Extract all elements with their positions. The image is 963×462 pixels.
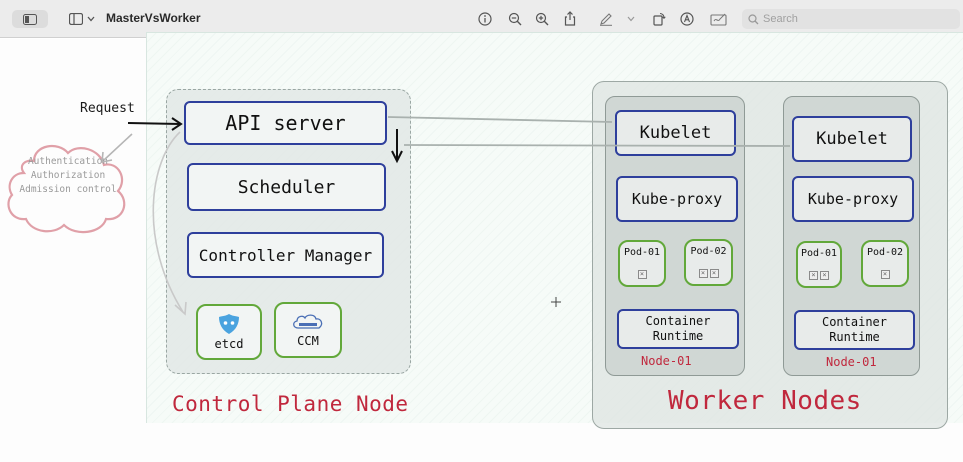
node1-kubelet-box: Kubelet — [615, 110, 736, 156]
worker-nodes-title: Worker Nodes — [668, 386, 862, 416]
zoom-out-icon — [508, 12, 522, 26]
chevron-down-icon — [627, 16, 635, 22]
info-button[interactable] — [477, 11, 493, 27]
node2-pod-01-box: Pod-01 ×× — [796, 241, 842, 288]
cloud-controller-icon — [293, 314, 323, 329]
search-icon — [748, 13, 759, 24]
node2-kube-proxy-box: Kube-proxy — [792, 176, 914, 222]
node1-container-runtime-box: Container Runtime — [617, 309, 739, 349]
container-icon: × — [809, 271, 818, 280]
node2-pod-02-label: Pod-02 — [866, 247, 904, 258]
node2-pod-01-containers: ×× — [808, 262, 830, 281]
node2-pod-02-box: Pod-02 × — [861, 240, 909, 287]
container-icon: × — [820, 271, 829, 280]
ccm-box: CCM — [274, 302, 342, 358]
rotate-button[interactable] — [651, 11, 667, 27]
node1-pod-01-label: Pod-01 — [623, 247, 661, 258]
node2-pod-01-label: Pod-01 — [800, 248, 838, 259]
node2-label: Node-01 — [826, 355, 877, 369]
container-icon: × — [880, 270, 890, 279]
authorization-label: Authorization — [30, 170, 106, 181]
etcd-box: etcd — [196, 304, 262, 360]
node1-label: Node-01 — [641, 354, 692, 368]
sidebar-view-icon — [69, 13, 83, 25]
info-icon — [478, 12, 492, 26]
node1-kube-proxy-box: Kube-proxy — [616, 176, 738, 222]
node1-pod-02-box: Pod-02 ×× — [684, 239, 733, 286]
zoom-out-button[interactable] — [507, 11, 523, 27]
controller-manager-box: Controller Manager — [187, 232, 384, 278]
node2-container-runtime-box: Container Runtime — [794, 310, 915, 350]
markup-button[interactable] — [598, 11, 614, 27]
api-server-box: API server — [184, 101, 387, 145]
scheduler-box: Scheduler — [187, 163, 386, 211]
sidebar-toggle-icon — [23, 13, 37, 25]
control-plane-title: Control Plane Node — [172, 392, 409, 416]
markup-pen-icon — [600, 13, 612, 26]
ccm-label: CCM — [297, 334, 319, 348]
markup-chevron[interactable] — [626, 14, 636, 24]
container-icon: × — [637, 270, 647, 279]
node1-pod-02-label: Pod-02 — [690, 246, 727, 257]
document-title: MasterVsWorker — [106, 11, 201, 25]
request-label: Request — [80, 101, 135, 116]
auth-cloud-text: Authentication Authorization Admission c… — [12, 155, 124, 197]
container-icon: × — [709, 269, 719, 278]
sidebar-button[interactable] — [12, 10, 48, 28]
node1-pod-01-box: Pod-01 × — [618, 240, 666, 287]
search-field[interactable] — [742, 9, 960, 29]
etcd-label: etcd — [214, 337, 244, 351]
chevron-down-icon — [87, 16, 95, 22]
zoom-in-icon — [535, 12, 549, 26]
signature-button[interactable] — [709, 11, 729, 27]
rotate-icon — [653, 12, 666, 26]
etcd-logo-icon — [219, 314, 239, 334]
auth-cloud-shape — [7, 144, 126, 234]
container-icon: × — [698, 269, 708, 278]
window-toolbar: MasterVsWorker — [0, 0, 963, 38]
signature-icon — [710, 13, 727, 26]
annotate-icon — [680, 12, 694, 26]
share-icon — [564, 11, 576, 26]
annotate-button[interactable] — [679, 11, 695, 27]
view-menu-button[interactable] — [68, 12, 84, 26]
node2-kubelet-box: Kubelet — [792, 116, 912, 162]
admission-control-label: Admission control — [19, 184, 117, 195]
zoom-in-button[interactable] — [534, 11, 550, 27]
view-menu-chevron[interactable] — [86, 13, 96, 25]
node2-pod-02-containers: × — [880, 261, 891, 280]
node1-pod-01-containers: × — [637, 261, 648, 280]
authentication-label: Authentication — [27, 156, 109, 167]
share-button[interactable] — [562, 10, 578, 27]
search-input[interactable] — [763, 13, 943, 25]
node1-pod-02-containers: ×× — [698, 260, 720, 279]
